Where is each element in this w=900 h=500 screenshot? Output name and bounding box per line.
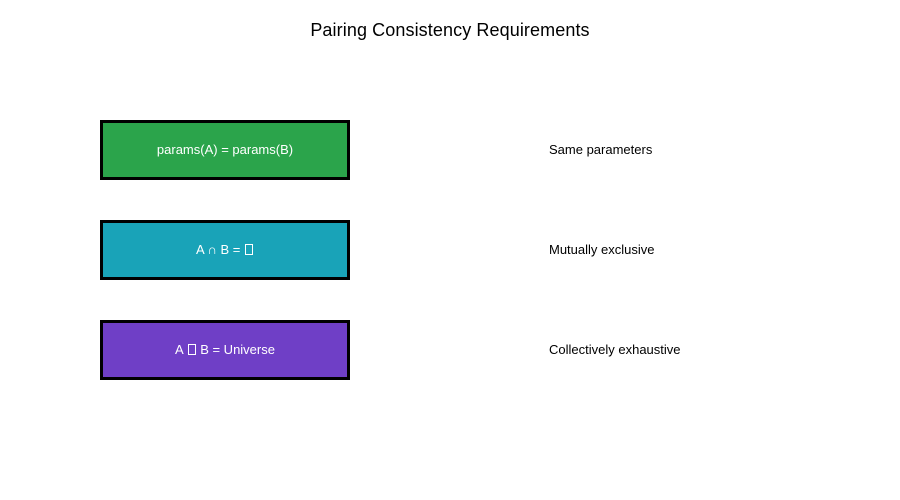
requirement-description: Same parameters (549, 142, 653, 157)
requirement-box-label: A ∩ B = (196, 242, 254, 258)
requirement-box-label-prefix: A (175, 342, 187, 357)
missing-glyph-icon (187, 344, 196, 355)
figure-title: Pairing Consistency Requirements (310, 20, 590, 40)
requirement-description: Collectively exhaustive (549, 342, 681, 357)
requirement-box[interactable]: params(A) = params(B) (100, 120, 350, 180)
requirement-box-label-prefix: params(A) = params(B) (156, 142, 294, 157)
requirement-row: A ∩ B = Mutually exclusive (0, 220, 900, 280)
requirement-box[interactable]: A ∩ B = (100, 220, 350, 280)
requirement-row: params(A) = params(B) Same parameters (0, 120, 900, 180)
requirement-box-label-prefix: A ∩ B = (195, 242, 244, 257)
requirement-box-label: params(A) = params(B) (157, 142, 293, 158)
requirement-box-label: A B = Universe (175, 342, 275, 358)
missing-glyph-icon (245, 244, 253, 255)
requirement-box[interactable]: A B = Universe (100, 320, 350, 380)
requirement-box-label-suffix: B = Universe (196, 342, 275, 357)
requirement-description: Mutually exclusive (549, 242, 655, 257)
requirement-row: A B = Universe Collectively exhaustive (0, 320, 900, 380)
